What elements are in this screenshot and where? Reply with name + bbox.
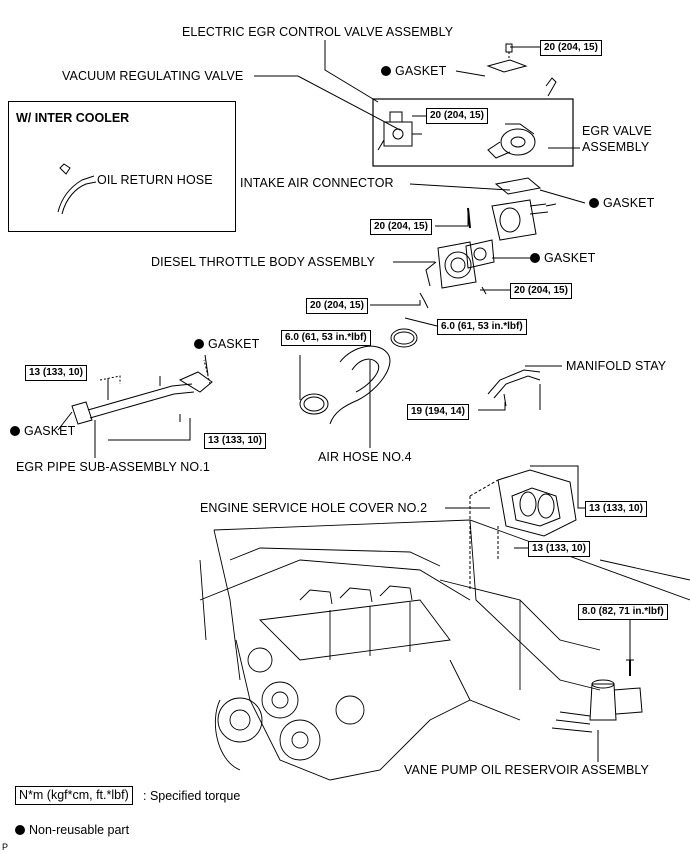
torque-box: 6.0 (61, 53 in.*lbf)	[437, 319, 527, 335]
non-reusable-icon	[530, 253, 540, 263]
torque-box: 20 (204, 15)	[510, 283, 572, 299]
torque-box: 13 (133, 10)	[528, 541, 590, 557]
legend-torque-desc: : Specified torque	[143, 789, 241, 803]
non-reusable-icon	[15, 825, 25, 835]
air-hose-part	[299, 345, 391, 425]
torque-box: 19 (194, 14)	[407, 404, 469, 420]
torque-box: 13 (133, 10)	[25, 365, 87, 381]
oil-return-hose-part	[57, 163, 97, 215]
torque-box: 20 (204, 15)	[426, 108, 488, 124]
egr-valve-part	[487, 123, 536, 159]
label-egr-valve-1: EGR VALVE	[582, 124, 652, 138]
leader-electric-egr	[324, 40, 379, 103]
label-egr-pipe: EGR PIPE SUB-ASSEMBLY NO.1	[16, 460, 210, 474]
torque-box: 6.0 (61, 53 in.*lbf)	[281, 330, 371, 346]
leader-vacuum-valve	[254, 75, 401, 131]
leader-gasket-pipe	[204, 354, 209, 376]
legend-non-reusable-text: Non-reusable part	[29, 823, 130, 837]
label-gasket-pipe: GASKET	[194, 338, 259, 351]
vane-pump-part	[551, 679, 643, 733]
legend-torque-unit: N*m (kgf*cm, ft.*lbf)	[15, 786, 133, 805]
corner-mark: P	[2, 842, 9, 852]
torque-box: 13 (133, 10)	[585, 501, 647, 517]
label-electric-egr: ELECTRIC EGR CONTROL VALVE ASSEMBLY	[182, 25, 454, 39]
intake-air-connector-part	[491, 199, 549, 241]
engine-body	[199, 519, 690, 781]
label-throttle-body: DIESEL THROTTLE BODY ASSEMBLY	[151, 255, 376, 269]
inset-title: W/ INTER COOLER	[16, 111, 130, 125]
gasket-text: GASKET	[603, 196, 655, 210]
legend-non-reusable: Non-reusable part	[15, 823, 129, 837]
label-intake-air: INTAKE AIR CONNECTOR	[240, 176, 394, 190]
label-air-hose: AIR HOSE NO.4	[318, 450, 412, 464]
label-service-cover: ENGINE SERVICE HOLE COVER NO.2	[200, 501, 428, 515]
torque-box: 20 (204, 15)	[370, 219, 432, 235]
torque-box: 20 (204, 15)	[306, 298, 368, 314]
non-reusable-icon	[381, 66, 391, 76]
non-reusable-icon	[589, 198, 599, 208]
label-vacuum-valve: VACUUM REGULATING VALVE	[62, 69, 244, 83]
leader-gasket-intake	[539, 189, 586, 204]
non-reusable-icon	[10, 426, 20, 436]
egr-pipe-part	[71, 371, 213, 425]
label-gasket-intake: GASKET	[589, 197, 654, 210]
label-manifold-stay: MANIFOLD STAY	[566, 359, 667, 373]
label-gasket-left: GASKET	[10, 425, 75, 438]
leader-gasket-left	[57, 411, 73, 431]
label-vane-pump: VANE PUMP OIL RESERVOIR ASSEMBLY	[404, 763, 649, 777]
egr-assembly-box	[372, 98, 574, 167]
gasket-text: GASKET	[544, 251, 596, 265]
leader-gasket-top	[455, 70, 486, 77]
label-egr-valve-2: ASSEMBLY	[582, 140, 650, 154]
torque-box: 13 (133, 10)	[204, 433, 266, 449]
label-gasket-top: GASKET	[381, 65, 446, 78]
vacuum-regulating-valve-part	[377, 111, 422, 151]
label-oil-return-hose: OIL RETURN HOSE	[97, 173, 213, 187]
non-reusable-icon	[194, 339, 204, 349]
throttle-body-part	[425, 241, 477, 289]
label-gasket-throttle: GASKET	[530, 252, 595, 265]
gasket-text: GASKET	[24, 424, 76, 438]
leader-intake-air	[409, 183, 511, 191]
inter-cooler-inset: W/ INTER COOLER OIL RETURN HOSE	[8, 101, 236, 232]
torque-box: 20 (204, 15)	[540, 40, 602, 56]
gasket-text: GASKET	[395, 64, 447, 78]
gasket-text: GASKET	[208, 337, 260, 351]
service-cover-part	[497, 469, 577, 537]
torque-box: 8.0 (82, 71 in.*lbf)	[578, 604, 668, 620]
manifold-stay-part	[487, 369, 541, 399]
